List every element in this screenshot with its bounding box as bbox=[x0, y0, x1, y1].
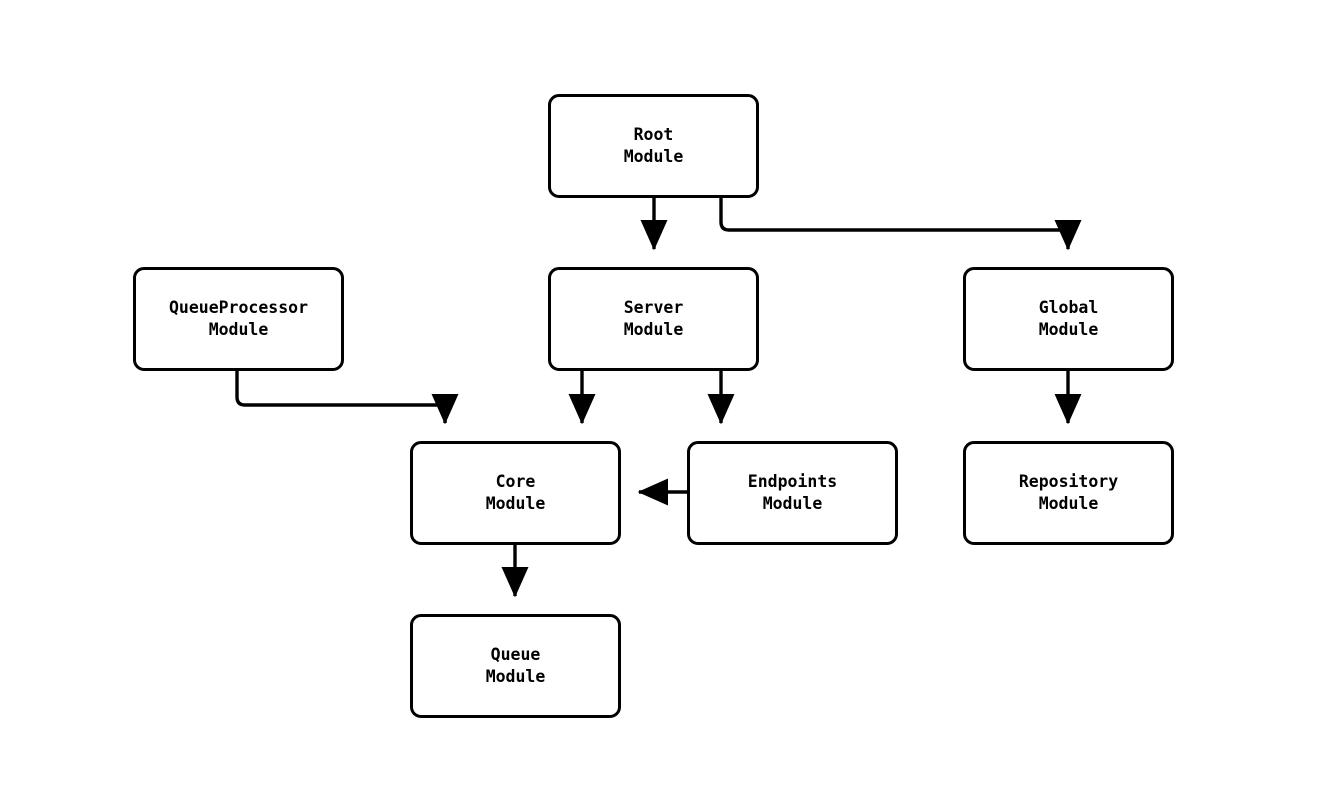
global-module-label-line1: Global bbox=[1038, 298, 1099, 317]
endpoints-module-label-line1: Endpoints bbox=[747, 472, 838, 491]
repository-module-node[interactable]: Repository Module bbox=[963, 441, 1174, 545]
root-module-label-line1: Root bbox=[633, 125, 674, 144]
core-module-label-line2: Module bbox=[485, 494, 546, 513]
server-module-label-line2: Module bbox=[623, 320, 684, 339]
queueprocessor-module-node[interactable]: QueueProcessor Module bbox=[133, 267, 344, 371]
endpoints-module-label-line2: Module bbox=[762, 494, 823, 513]
edge-queueprocessor-to-core bbox=[235, 371, 459, 425]
core-module-label-line1: Core bbox=[495, 472, 536, 491]
queue-module-label-line2: Module bbox=[485, 667, 546, 686]
server-module-node[interactable]: Server Module bbox=[548, 267, 759, 371]
core-module-node[interactable]: Core Module bbox=[410, 441, 621, 545]
repository-module-label-line1: Repository bbox=[1018, 472, 1119, 491]
repository-module-label-line2: Module bbox=[1038, 494, 1099, 513]
global-module-node[interactable]: Global Module bbox=[963, 267, 1174, 371]
queueprocessor-module-label-line1: QueueProcessor bbox=[168, 298, 309, 317]
root-module-node[interactable]: Root Module bbox=[548, 94, 759, 198]
edge-root-to-global bbox=[719, 198, 1082, 251]
queue-module-node[interactable]: Queue Module bbox=[410, 614, 621, 718]
queue-module-label-line1: Queue bbox=[490, 645, 541, 664]
endpoints-module-node[interactable]: Endpoints Module bbox=[687, 441, 898, 545]
global-module-label-line2: Module bbox=[1038, 320, 1099, 339]
server-module-label-line1: Server bbox=[623, 298, 684, 317]
queueprocessor-module-label-line2: Module bbox=[208, 320, 269, 339]
root-module-label-line2: Module bbox=[623, 147, 684, 166]
